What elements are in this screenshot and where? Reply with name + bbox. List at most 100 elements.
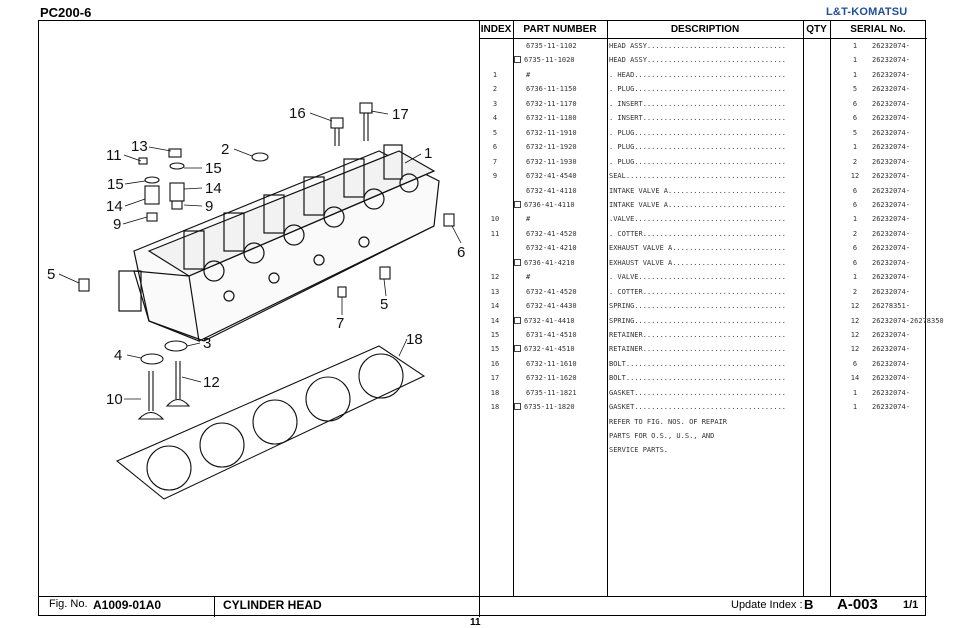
row-qty: 1 bbox=[852, 70, 858, 79]
row-part-number: # bbox=[526, 70, 531, 79]
row-qty: 12 bbox=[850, 302, 860, 311]
row-qty: 14 bbox=[850, 374, 860, 383]
row-qty: 6 bbox=[852, 359, 858, 368]
row-index: 7 bbox=[492, 157, 498, 166]
row-qty: 5 bbox=[852, 85, 858, 94]
row-description: GASKET..................................… bbox=[609, 388, 787, 397]
row-index: 14 bbox=[490, 302, 500, 311]
page-fraction: 1/1 bbox=[903, 599, 919, 611]
row-index: 4 bbox=[492, 114, 498, 123]
row-serial: 26232074- bbox=[872, 345, 910, 354]
row-index: 6 bbox=[492, 143, 498, 152]
table-row: 13 6732-41-4520 . COTTER..................… bbox=[480, 285, 926, 299]
table-row: 10#.VALVE...............................… bbox=[480, 212, 926, 226]
row-qty: 2 bbox=[852, 287, 858, 296]
callout-10: 10 bbox=[106, 391, 123, 408]
figure-title: CYLINDER HEAD bbox=[223, 598, 322, 612]
row-qty: 6 bbox=[852, 99, 858, 108]
callout-15-right: 15 bbox=[205, 160, 222, 177]
row-serial: 26232074- bbox=[872, 99, 910, 108]
row-serial: 26232074- bbox=[872, 128, 910, 137]
valve-parts bbox=[137, 361, 191, 420]
row-index: 3 bbox=[492, 99, 498, 108]
repair-note-line-2: PARTS FOR O.S., U.S., AND bbox=[609, 432, 715, 440]
callout-14-right: 14 bbox=[205, 180, 222, 197]
callout-9-right: 9 bbox=[205, 198, 213, 215]
callout-12: 12 bbox=[203, 374, 220, 391]
row-index: 10 bbox=[490, 215, 500, 224]
model-name: PC200-6 bbox=[40, 5, 92, 20]
valve-spring-parts bbox=[138, 148, 185, 222]
row-qty: 12 bbox=[850, 316, 860, 325]
col-header-part-number: PART NUMBER bbox=[523, 24, 597, 35]
row-qty: 12 bbox=[850, 345, 860, 354]
row-part-number: 6732-41-4540 bbox=[526, 172, 577, 181]
row-qty: 6 bbox=[852, 244, 858, 253]
row-serial: 26232074-26278350 bbox=[872, 316, 944, 325]
row-part-number: 6732-11-1910 bbox=[526, 128, 577, 137]
row-qty: 5 bbox=[852, 128, 858, 137]
table-row: 12#. VALVE..............................… bbox=[480, 270, 926, 284]
row-description: . COTTER................................… bbox=[609, 287, 787, 296]
row-description: EXHAUST VALVE A.........................… bbox=[609, 244, 787, 253]
callout-9-left: 9 bbox=[113, 216, 121, 233]
repair-note-line-1: REFER TO FIG. NOS. OF REPAIR bbox=[609, 418, 728, 426]
col-header-serial: SERIAL No. bbox=[850, 24, 906, 35]
callout-7: 7 bbox=[336, 315, 344, 332]
row-serial: 26232074- bbox=[872, 244, 910, 253]
row-qty: 1 bbox=[852, 56, 858, 65]
row-part-number: 6732-41-4520 bbox=[526, 287, 577, 296]
row-qty: 6 bbox=[852, 186, 858, 195]
row-index: 1 bbox=[492, 70, 498, 79]
row-serial: 26232074- bbox=[872, 215, 910, 224]
row-serial: 26232074- bbox=[872, 186, 910, 195]
row-description: .VALVE..................................… bbox=[609, 215, 787, 224]
callout-16: 16 bbox=[289, 105, 306, 122]
row-serial: 26232074- bbox=[872, 56, 910, 65]
row-qty: 12 bbox=[850, 172, 860, 181]
row-index: 11 bbox=[490, 229, 500, 238]
row-qty: 1 bbox=[852, 388, 858, 397]
row-serial: 26232074- bbox=[872, 229, 910, 238]
row-qty: 1 bbox=[852, 273, 858, 282]
row-part-number: 6735-11-1020 bbox=[524, 56, 575, 65]
callout-17: 17 bbox=[392, 106, 409, 123]
col-header-qty: QTY bbox=[806, 24, 827, 35]
row-description: RETAINER................................… bbox=[609, 345, 787, 354]
new-part-marker-box bbox=[514, 403, 521, 411]
row-index: 17 bbox=[490, 374, 500, 383]
row-description: INTAKE VALVE A..........................… bbox=[609, 186, 787, 195]
row-part-number: # bbox=[526, 273, 531, 282]
row-index: 12 bbox=[490, 273, 500, 282]
row-serial: 26232074- bbox=[872, 331, 910, 339]
callout-11: 11 bbox=[106, 147, 122, 164]
gasket-part bbox=[115, 345, 426, 500]
callout-13: 13 bbox=[131, 138, 148, 155]
row-index: 13 bbox=[490, 287, 500, 296]
row-serial: 26232074- bbox=[872, 172, 910, 181]
row-description: SPRING..................................… bbox=[609, 316, 787, 325]
row-serial: 26232074- bbox=[872, 388, 910, 397]
update-index-label: Update Index : bbox=[731, 599, 803, 611]
new-part-marker-box bbox=[514, 258, 521, 266]
row-qty: 6 bbox=[852, 200, 858, 209]
row-description: . PLUG..................................… bbox=[609, 143, 787, 152]
row-qty: 1 bbox=[852, 143, 858, 152]
callout-5-right: 5 bbox=[380, 296, 388, 313]
new-part-marker-box bbox=[514, 345, 521, 353]
row-qty: 1 bbox=[852, 42, 858, 50]
callout-4: 4 bbox=[114, 347, 122, 364]
row-serial: 26232074- bbox=[872, 143, 910, 152]
row-description: . HEAD..................................… bbox=[609, 70, 787, 79]
row-part-number: 6735-11-1102 bbox=[526, 42, 577, 50]
